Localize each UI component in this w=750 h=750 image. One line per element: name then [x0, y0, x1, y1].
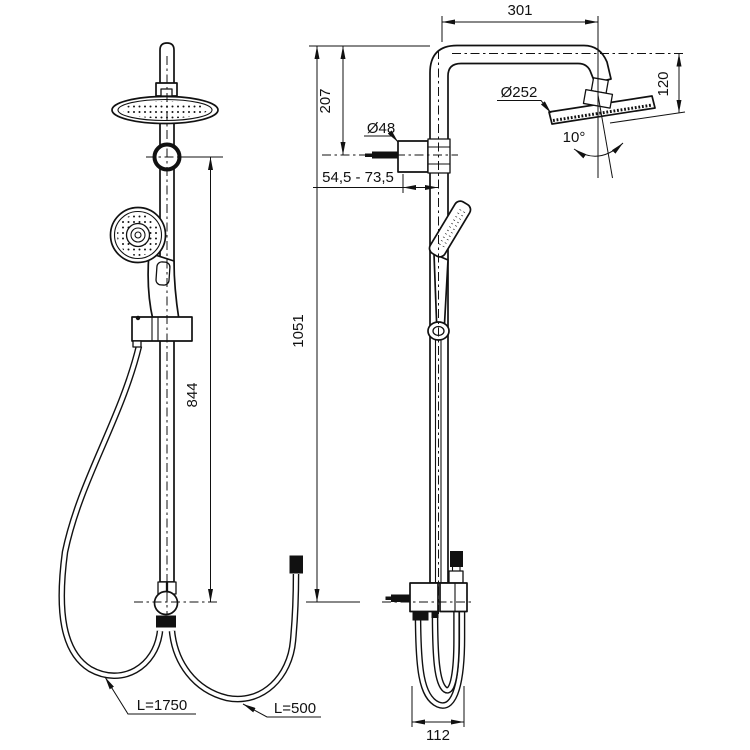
- rain-head-front: [111, 95, 219, 125]
- shower-hose-short: [168, 555, 303, 703]
- label-hose-long: L=1750: [104, 676, 196, 715]
- dim-riser-height: 1051: [290, 45, 430, 603]
- hose-nut: [412, 611, 429, 621]
- dim-riser-height-text: 1051: [290, 314, 307, 347]
- hand-shower-front: [109, 206, 193, 348]
- label-hose-short: L=500: [242, 700, 321, 718]
- hand-shower-head-side: [428, 200, 472, 258]
- dim-head-diameter-text: Ø252: [501, 84, 538, 101]
- rain-head-side: [548, 95, 656, 125]
- dim-rail-travel: 844: [181, 156, 223, 602]
- rail-bottom-connector: [153, 581, 179, 628]
- spray-face: [552, 103, 653, 122]
- dim-head-tilt-text: 10°: [563, 129, 586, 146]
- hose-short-text: L=500: [274, 700, 316, 717]
- dim-head-tilt: 10°: [563, 94, 624, 179]
- ball-joint: [153, 590, 179, 616]
- rail-slider-bracket: [131, 315, 193, 348]
- dim-rail-travel-text: 844: [184, 382, 201, 407]
- dim-wall-clearance: 54,5 - 73,5: [313, 169, 438, 193]
- front-view: 844 L=1750 L=500: [58, 42, 321, 718]
- side-view: 301 10° Ø252 120 Ø48 54,5 - 73,5: [290, 2, 686, 744]
- hose-end-cap: [289, 555, 303, 574]
- dim-head-drop: 120: [609, 53, 686, 124]
- dim-arm-to-bracket: 207: [317, 46, 346, 155]
- dim-base-depth: 112: [411, 686, 465, 744]
- dim-wall-clearance-text: 54,5 - 73,5: [322, 169, 394, 186]
- hose-tee-band: [156, 615, 176, 628]
- centerlines: [134, 50, 684, 614]
- dim-head-diameter: Ø252: [497, 84, 552, 114]
- dim-base-depth-text: 112: [426, 727, 450, 744]
- bottom-hose-loops: [414, 610, 466, 709]
- wall-escutcheon: [397, 140, 429, 173]
- wall-supply-assembly: [365, 138, 451, 174]
- hose-long-text: L=1750: [137, 697, 187, 714]
- bottom-bracket: [385, 551, 468, 709]
- dim-escutcheon-text: Ø48: [367, 120, 395, 137]
- diverter-handle: [391, 594, 410, 602]
- dim-arm-reach-text: 301: [507, 2, 532, 19]
- short-hose-cap-side: [450, 551, 463, 567]
- hand-shower-head: [109, 206, 167, 264]
- dim-head-drop-text: 120: [655, 71, 672, 96]
- shower-hose-long: [58, 345, 164, 679]
- riser-pipe-and-arm: [429, 44, 612, 584]
- dim-escutcheon: Ø48: [364, 120, 399, 143]
- dim-arm-to-bracket-text: 207: [317, 88, 334, 113]
